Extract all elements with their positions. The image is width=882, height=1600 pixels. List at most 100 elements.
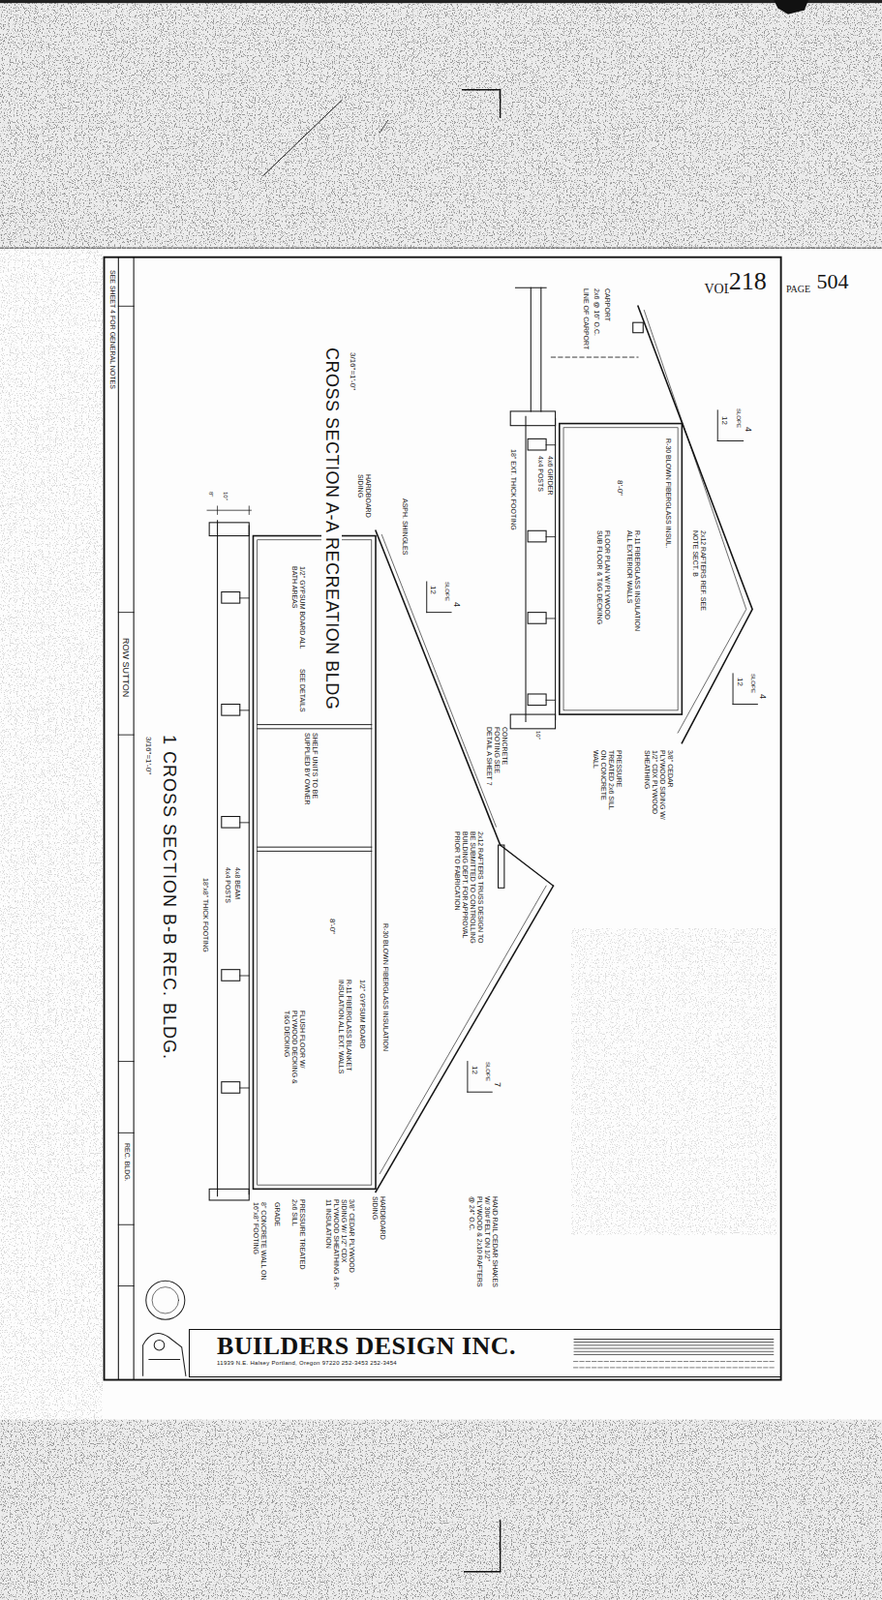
- section-b-b: [240, 597, 249, 599]
- section-b-b: [221, 592, 241, 605]
- section-b-b: [257, 540, 372, 1186]
- scale-note: 3/16"=1'-0": [348, 352, 358, 391]
- scan-ground: [0, 0, 882, 3]
- section-b-b: [466, 1062, 468, 1094]
- callout-note: FLOOR PLAN W/ PLYWOOD SUB FLOOR & T&G DE…: [594, 530, 610, 633]
- slope-mark: 12: [469, 1065, 479, 1075]
- dimension: 10": [534, 730, 542, 740]
- section-a-a: [638, 305, 753, 743]
- section-b-b: [426, 611, 452, 613]
- callout-note: 8" CONCRETE WALL ON 16"x8" FOOTING: [251, 1202, 268, 1295]
- designer-seal: [149, 1359, 181, 1361]
- callout-note: SHELF UNITS TO BE SUPPLIED BY OWNER: [303, 732, 319, 815]
- callout-note: HARDBOARD SIDING: [370, 1196, 387, 1248]
- section-a-a: [515, 287, 547, 289]
- callout-note: 4x6 GIRDER: [545, 456, 553, 495]
- title-hatch: [574, 1361, 775, 1363]
- scan-ground: [0, 246, 882, 249]
- sheet-border: [118, 257, 120, 1381]
- scale-note: 3/16"=1'-0": [144, 736, 153, 775]
- section-a-a: [717, 440, 743, 442]
- section-b-b: [257, 851, 372, 852]
- section-b-b: [209, 522, 249, 537]
- slope-mark: 12: [720, 416, 730, 426]
- section-b-b: [257, 728, 372, 730]
- section-a-a: [540, 287, 542, 412]
- section-a-a: [554, 418, 556, 720]
- dimension: 8": [208, 491, 215, 497]
- section-a-a: [527, 438, 547, 451]
- callout-note: 1/2" GYPSUM BOARD: [357, 979, 365, 1049]
- title-hatch: [574, 1337, 775, 1356]
- firm-name: BUILDERS DESIGN INC.: [216, 1333, 781, 1362]
- section-b-b: [500, 845, 554, 886]
- callout-note: 2x12 RAFTERS REF. SEE NOTE SECT. B: [691, 530, 707, 612]
- section-a-a: [530, 287, 532, 412]
- registration-mark: [379, 120, 388, 133]
- sheet-border: [104, 257, 782, 1381]
- callout-note: SEE DETAILS: [298, 669, 306, 713]
- drafter-name: ROW SUTTON: [121, 638, 131, 698]
- callout-note: CONCRETE FOOTING SEE DETAIL A SHEET 7: [485, 727, 509, 794]
- section-b-b: [375, 530, 501, 846]
- dimension: 8'-0": [615, 480, 625, 496]
- callout-note: 18" EXT. THICK FOOTING: [508, 449, 517, 531]
- section-b-b: [425, 581, 427, 613]
- record-stamp: 218: [729, 267, 767, 297]
- section-title: 1 CROSS SECTION B-B REC. BLDG.: [158, 734, 180, 1061]
- section-a-a: [732, 703, 758, 705]
- section-b-b: [216, 506, 218, 515]
- section-a-a: [546, 699, 555, 701]
- callout-note: 4x4 POSTS: [223, 867, 232, 904]
- scan-ground: [773, 0, 809, 15]
- designer-seal: [143, 1280, 186, 1376]
- callout-note: PRESSURE TREATED 2x6 SILL ON CONCRETE WA…: [591, 750, 623, 812]
- section-a-a: [510, 714, 555, 730]
- callout-note: HAND RAIL CEDAR SHAKES W/ 30# FELT ON 1/…: [466, 1196, 498, 1289]
- sheet-border: [133, 257, 135, 1381]
- section-b-b: [240, 975, 249, 977]
- callout-note: 2x12 RAFTERS TRUSS DESIGN TO BE SUBMITTE…: [453, 831, 485, 949]
- slope-mark: 4: [451, 602, 461, 608]
- sheet-border: [104, 257, 782, 1381]
- callout-note: 4x4 POSTS: [536, 456, 545, 492]
- record-stamp: PAGE: [786, 283, 811, 296]
- section-b-b: [248, 525, 250, 1195]
- callout-note: R-11 FIBERGLASS INSULATION ALL EXTERIOR …: [625, 530, 641, 633]
- section-a-a: [563, 427, 678, 711]
- section-b-b: [216, 520, 218, 1197]
- sheet-border: [118, 734, 134, 736]
- callout-note: HARDBOARD SIDING: [356, 474, 372, 526]
- section-a-a: [546, 444, 555, 446]
- callout-note: 3/8" CEDAR PLYWOOD SIDING W/ 1/2" CDX PL…: [324, 1199, 356, 1297]
- section-b-b: [209, 1188, 249, 1201]
- section-a-a: [524, 416, 526, 722]
- section-b-b: [221, 817, 241, 829]
- slope-mark: 4: [743, 426, 754, 432]
- registration-mark: [464, 1520, 501, 1573]
- slope-mark: SLOPE: [443, 581, 451, 602]
- callout-note: 2x6 @ 16" O.C.: [592, 288, 601, 336]
- firm-address: 11939 N.E. Halsey Portland, Oregon 97220…: [216, 1360, 781, 1368]
- callout-note: R-11 FIBERGLASS BLANKET INSULATION ALL E…: [336, 979, 353, 1077]
- designer-seal: [152, 1287, 179, 1314]
- section-a-a: [717, 410, 719, 442]
- section-a-a: [510, 411, 555, 426]
- dimension: 8'-0": [328, 918, 337, 935]
- section-a-a: [527, 612, 547, 625]
- sheet-border: [118, 1285, 134, 1287]
- sheet-title: REC. BLDG.: [122, 1143, 131, 1183]
- sheet-border: [118, 611, 134, 613]
- callout-note: CARPORT: [602, 288, 610, 322]
- section-b-b: [252, 536, 376, 1190]
- callout-note: 18"x8" THICK FOOTING: [201, 878, 210, 953]
- section-a-a: [732, 673, 734, 705]
- registration-mark: [263, 99, 342, 176]
- section-title: CROSS SECTION A-A RECREATION BLDG: [322, 347, 343, 710]
- section-a-a: [546, 536, 555, 538]
- designer-seal: [146, 1280, 185, 1320]
